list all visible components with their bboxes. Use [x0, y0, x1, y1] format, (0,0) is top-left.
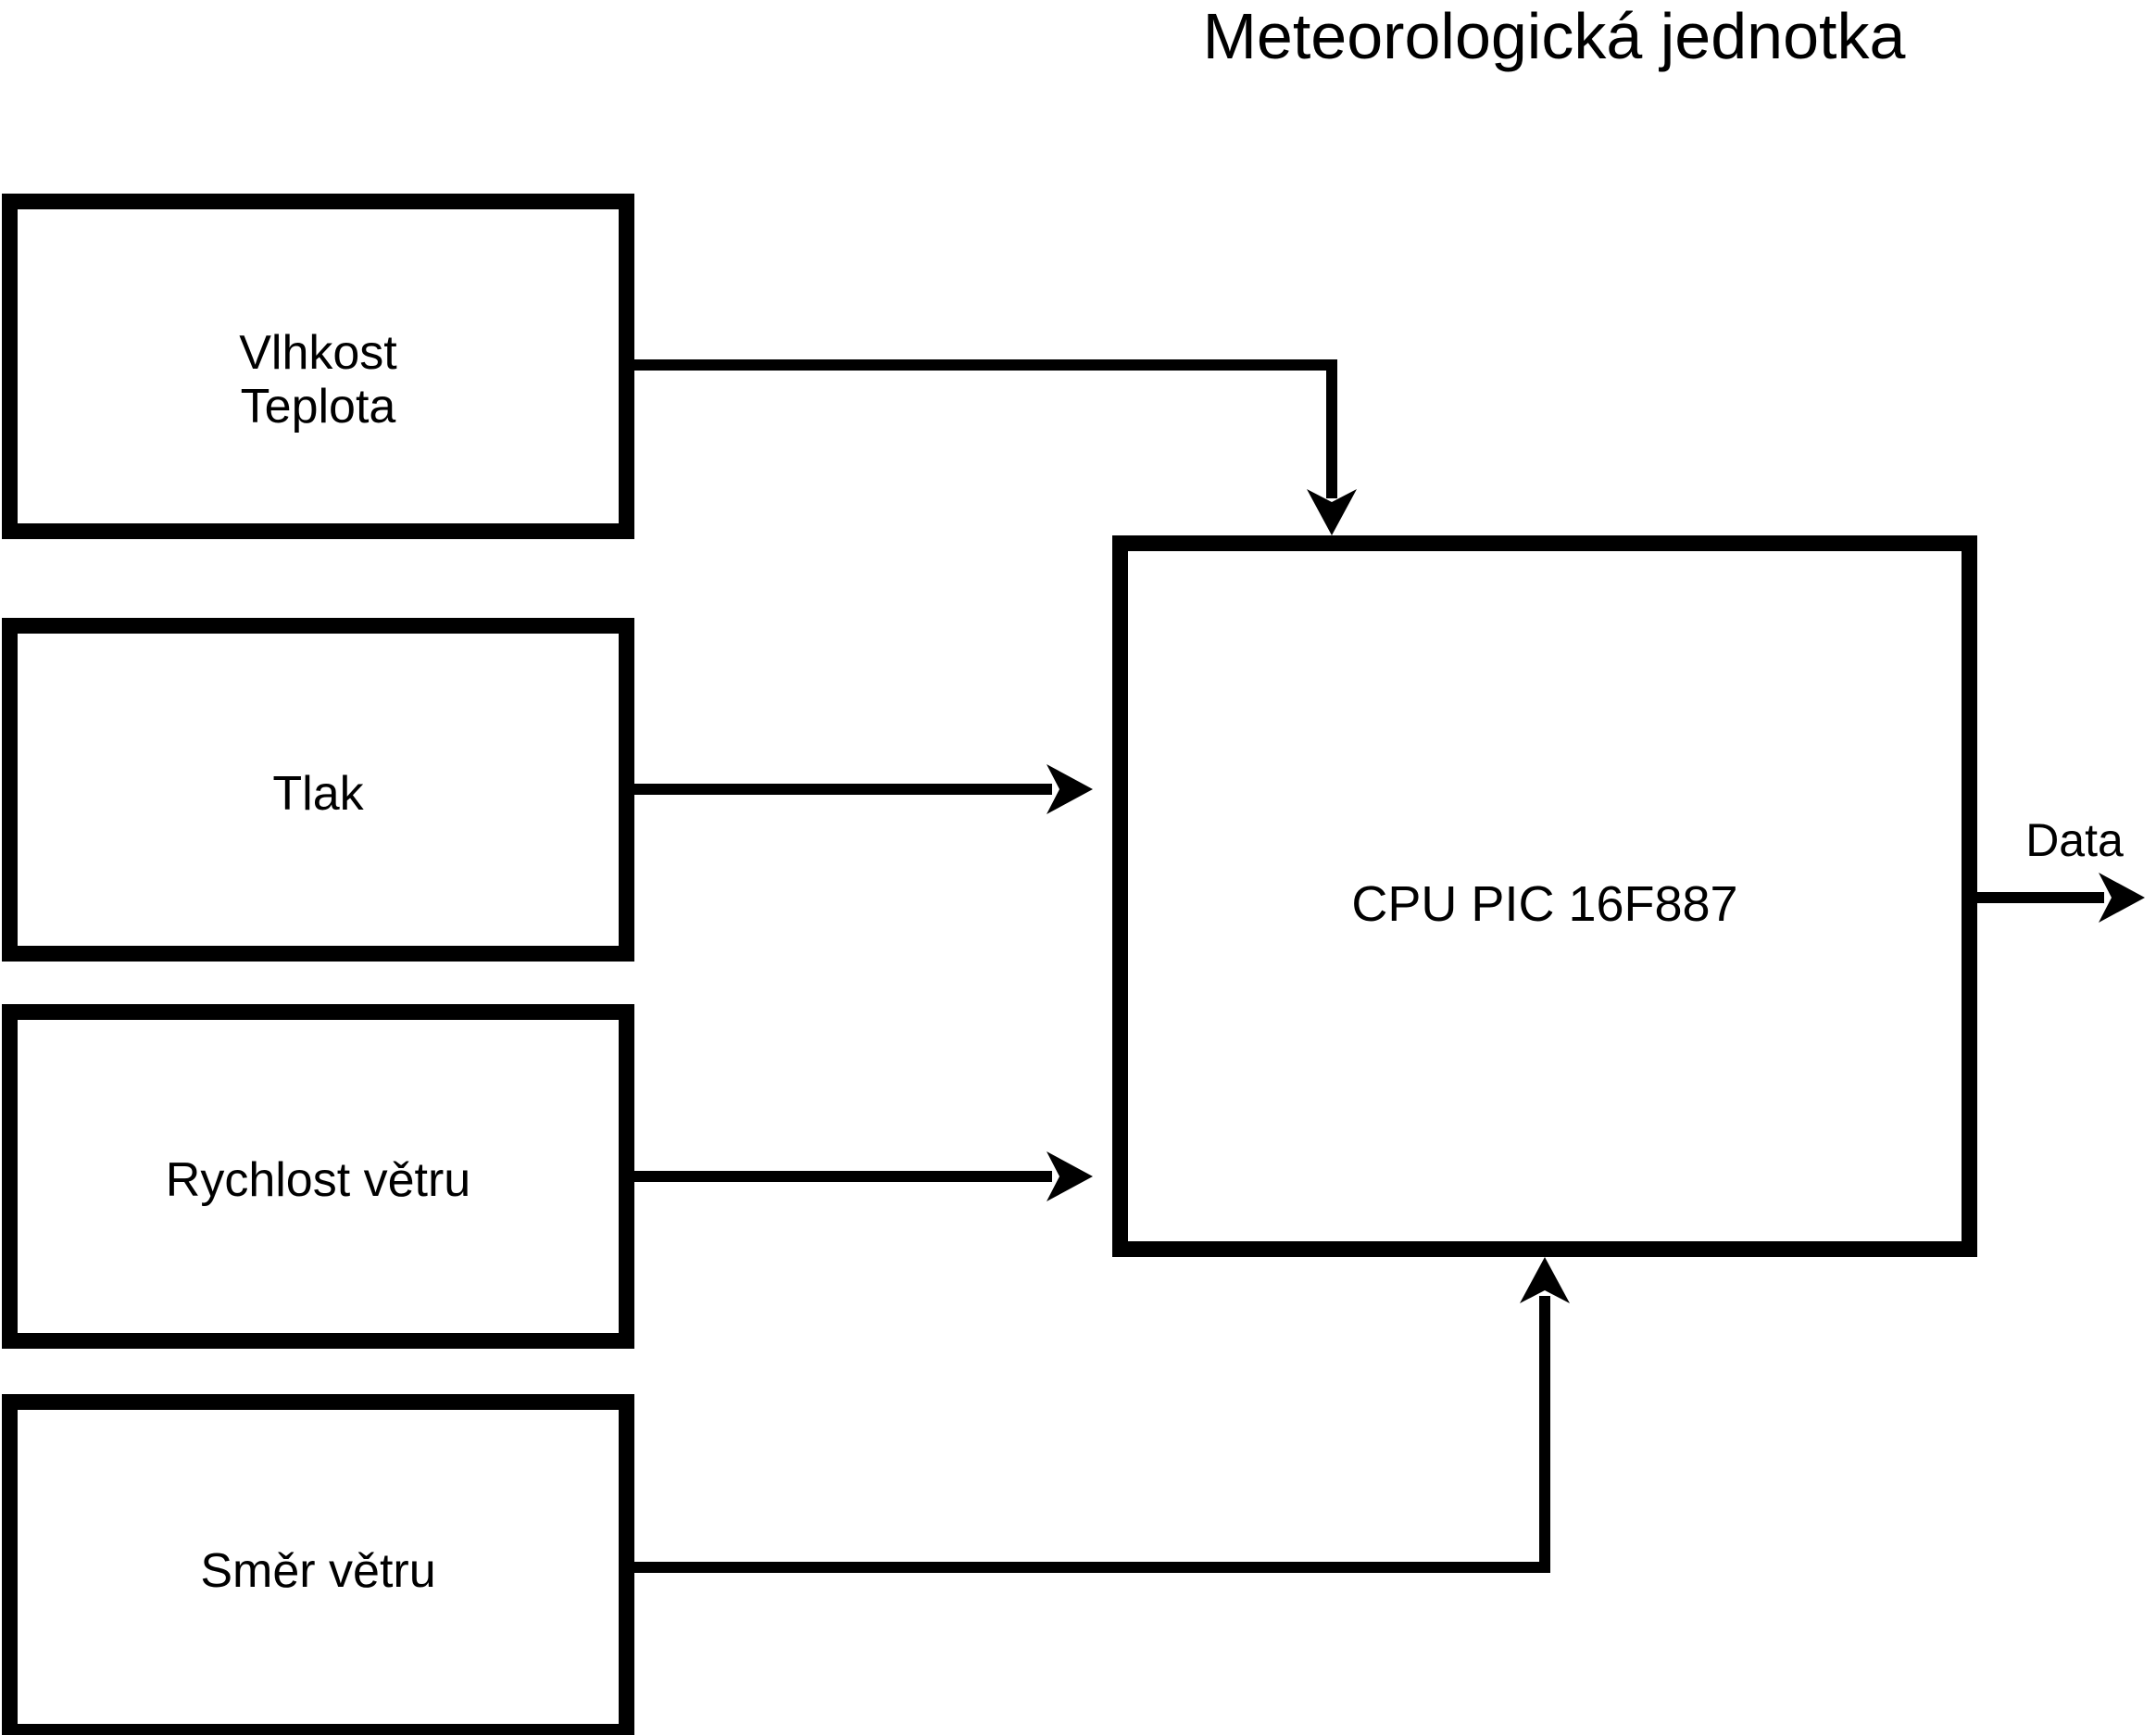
temperature-label-line: Teplota [240, 379, 396, 434]
connector-humidity-to-cpu-line [634, 359, 1337, 498]
sensor-box-pressure: Tlak [2, 618, 634, 962]
humidity-label-line: Vlhkost [239, 325, 397, 380]
connector-windspeed-to-cpu-arrowhead [1047, 1151, 1093, 1201]
data-output-label: Data [2025, 814, 2124, 866]
sensor-box-wind-direction: Směr větru [2, 1394, 634, 1735]
connector-humidity-to-cpu-arrowhead [1307, 489, 1357, 535]
connector-winddirection-to-cpu-line [634, 1296, 1550, 1573]
wind-speed-label: Rychlost větru [165, 1153, 471, 1207]
connector-pressure-to-cpu-arrowhead [1047, 764, 1093, 814]
cpu-box: CPU PIC 16F887 [1112, 535, 1977, 1257]
cpu-label: CPU PIC 16F887 [1351, 875, 1738, 932]
pressure-label: Tlak [272, 766, 364, 821]
wind-direction-label: Směr větru [200, 1543, 436, 1598]
sensor-box-wind-speed: Rychlost větru [2, 1004, 634, 1349]
connector-cpu-to-data-arrowhead [2099, 873, 2145, 923]
connector-winddirection-to-cpu-arrowhead [1520, 1257, 1570, 1303]
humidity-temperature-label: Vlhkost Teplota [239, 326, 397, 434]
diagram-title: Meteorologická jednotka [1202, 0, 1906, 72]
sensor-box-humidity-temperature: Vlhkost Teplota [2, 194, 634, 539]
